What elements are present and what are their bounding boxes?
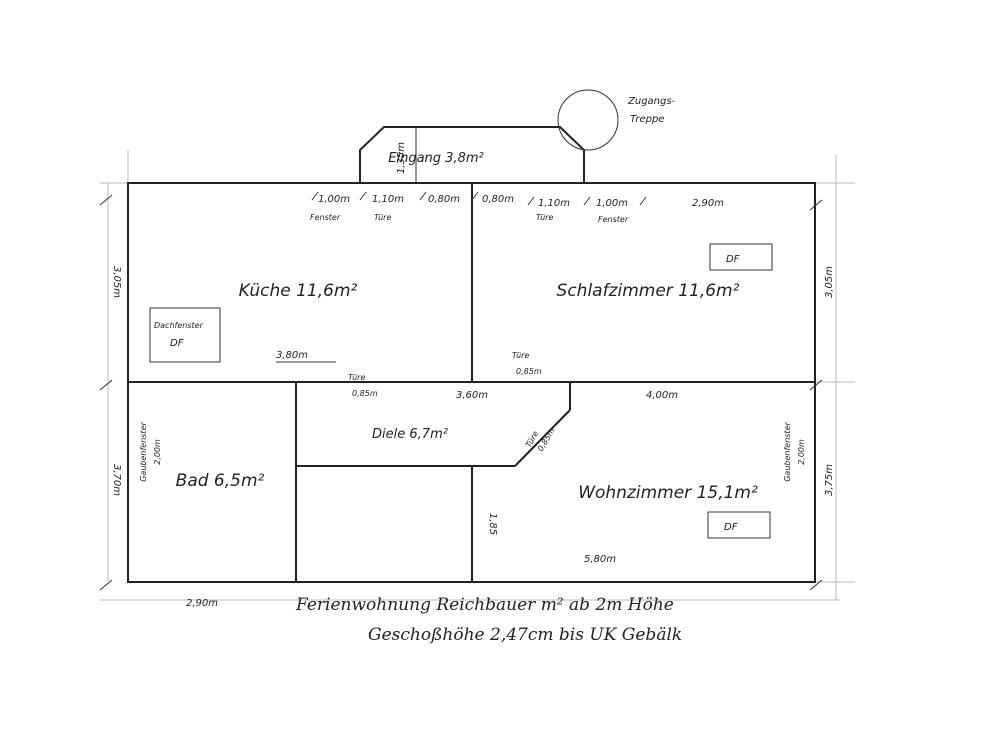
label-df-kueche: DF	[170, 338, 184, 349]
label-tuere-schlaf-diele: Türe	[512, 351, 529, 360]
label-gaube-wohn: Gaubenfenster	[783, 422, 792, 482]
dim-top-3: 0,80m	[428, 194, 460, 205]
df-schlafzimmer: DF	[709, 243, 773, 271]
dim-top-1: 1,00m	[318, 194, 350, 205]
dim-right-1: 3,05m	[824, 266, 835, 298]
dachfenster-kueche: Dachfenster DF	[149, 307, 221, 363]
dim-top-5: 1,10m	[538, 198, 570, 209]
construction-lines	[100, 150, 855, 601]
gaubenfenster-wohn: Gaubenfenster 2,00m	[783, 422, 806, 482]
stairs-label-line1: Zugangs-	[627, 96, 676, 107]
dim-left-2: 3,70m	[111, 464, 122, 496]
dim-diele-width: 3,60m	[456, 390, 488, 401]
dim-kueche-width: 3,80m	[276, 350, 308, 361]
dim-bottom-1: 2,90m	[186, 598, 218, 609]
label-df-wohn: DF	[724, 522, 738, 533]
dim-door-schlaf: 0,85m	[516, 367, 542, 376]
label-dachfenster: Dachfenster	[154, 321, 204, 330]
label-tuere-schlaf: Türe	[536, 213, 553, 222]
inner-walls	[128, 127, 815, 582]
label-tuere-kueche: Türe	[374, 213, 391, 222]
room-bad: Bad 6,5m²	[176, 471, 265, 491]
label-df-schlaf: DF	[726, 254, 740, 265]
dim-eingang-height: 1,35m	[396, 142, 407, 174]
room-kueche: Küche 11,6m²	[239, 281, 358, 301]
dim-top-2: 1,10m	[372, 194, 404, 205]
label-tuere-kueche-diele: Türe	[348, 373, 365, 382]
room-diele: Diele 6,7m²	[372, 427, 448, 442]
title-line2: Geschoßhöhe 2,47cm bis UK Gebälk	[368, 625, 682, 645]
stairs-symbol	[557, 89, 619, 151]
label-fenster-schlaf: Fenster	[598, 215, 629, 224]
stairs-label-line2: Treppe	[630, 114, 664, 125]
dim-top-7: 2,90m	[692, 198, 724, 209]
dim-inner-vertical: 1,85	[487, 513, 498, 535]
dim-wohn-top: 4,00m	[646, 390, 678, 401]
dim-gaube-bad: 2,00m	[153, 439, 162, 465]
dimension-ticks-top	[99, 191, 823, 591]
room-wohnzimmer: Wohnzimmer 15,1m²	[578, 483, 758, 503]
dim-right-2: 3,75m	[824, 464, 835, 496]
dim-door-kueche: 0,85m	[352, 389, 378, 398]
label-fenster-kueche: Fenster	[310, 213, 341, 222]
label-gaube-bad: Gaubenfenster	[139, 422, 148, 482]
df-wohnzimmer: DF	[707, 511, 771, 539]
dim-door-wohn: 0,85m	[536, 426, 557, 453]
dim-left-1: 3,05m	[111, 266, 122, 298]
room-eingang: Eingang 3,8m²	[388, 151, 483, 166]
dim-gaube-wohn: 2,00m	[797, 439, 806, 465]
dim-wohn-bottom: 5,80m	[584, 554, 616, 565]
title-line1: Ferienwohnung Reichbauer m² ab 2m Höhe	[295, 595, 674, 615]
room-schlafzimmer: Schlafzimmer 11,6m²	[557, 281, 740, 301]
dim-top-6: 1,00m	[596, 198, 628, 209]
dim-top-4: 0,80m	[482, 194, 514, 205]
gaubenfenster-bad: Gaubenfenster 2,00m	[139, 422, 162, 482]
